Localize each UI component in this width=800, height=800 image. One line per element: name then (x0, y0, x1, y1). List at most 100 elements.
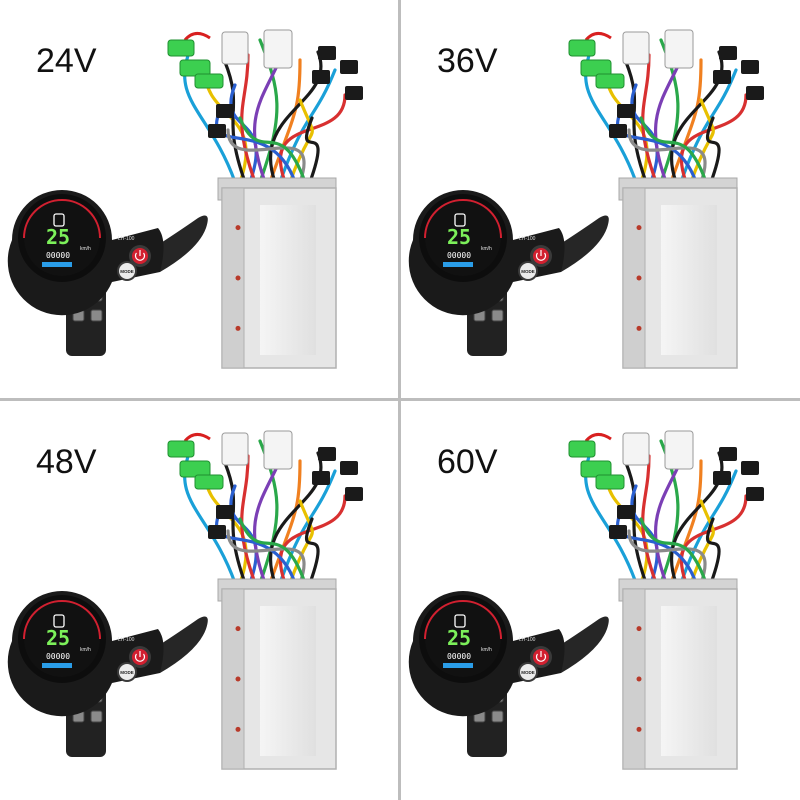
battery-bar (443, 663, 473, 668)
controller-side (622, 588, 646, 770)
green-connector (568, 39, 596, 57)
white-connector (221, 432, 249, 466)
wire (669, 451, 724, 585)
odometer-readout: 00000 (46, 251, 70, 260)
black-connector (741, 461, 759, 475)
throttle-lever (551, 616, 609, 673)
black-connector (719, 447, 737, 461)
controller-side (622, 187, 646, 369)
mode-label: MODE (521, 269, 535, 274)
screw-icon (636, 676, 642, 682)
black-connector (216, 505, 234, 519)
gear-indicator-icon (53, 614, 65, 628)
black-connector (713, 70, 731, 84)
white-connector (221, 31, 249, 65)
white-connector (622, 432, 650, 466)
black-connector (340, 461, 358, 475)
wire (705, 517, 721, 585)
speed-arc (424, 600, 502, 640)
black-connector (345, 86, 363, 100)
power-icon (535, 252, 547, 261)
wire (627, 128, 707, 184)
screw-icon (235, 626, 241, 632)
screw-icon (636, 225, 642, 231)
power-icon (134, 653, 146, 662)
screen (425, 601, 501, 677)
motor-controller (217, 578, 337, 770)
screen (24, 200, 100, 276)
green-connector (194, 474, 224, 490)
speed-readout: 25 (46, 626, 70, 650)
green-connector (595, 73, 625, 89)
black-connector (312, 471, 330, 485)
black-connector (741, 60, 759, 74)
screw-icon (235, 225, 241, 231)
screw-icon (235, 726, 241, 732)
green-connector (167, 39, 195, 57)
white-connector (664, 29, 694, 69)
black-connector (746, 86, 764, 100)
wire (240, 53, 257, 184)
wire (639, 116, 708, 184)
power-icon (535, 653, 547, 662)
wire (669, 459, 703, 585)
screw-icon (235, 325, 241, 331)
wire (238, 116, 307, 184)
wire (268, 459, 302, 585)
red-loop-wire (584, 32, 612, 42)
motor-controller (618, 578, 738, 770)
horizontal-divider (0, 398, 800, 401)
wire (304, 517, 320, 585)
wire (639, 517, 708, 585)
wire (304, 116, 320, 184)
wire (679, 93, 748, 184)
white-connector (263, 29, 293, 69)
controller-sheen (661, 205, 717, 355)
gear-indicator-icon (454, 614, 466, 628)
wire-harness (568, 29, 764, 184)
wire (679, 494, 748, 585)
odometer-readout: 00000 (447, 652, 471, 661)
gear-indicator-icon (454, 213, 466, 227)
wire (240, 454, 257, 585)
mode-button (119, 263, 135, 279)
wire-harness (568, 430, 764, 585)
black-connector (216, 104, 234, 118)
voltage-label: 36V (437, 42, 498, 80)
wire (641, 454, 658, 585)
wire (268, 58, 302, 184)
wire (669, 58, 703, 184)
wire (705, 116, 721, 184)
wire (238, 517, 307, 585)
odometer-readout: 00000 (46, 652, 70, 661)
speed-arc (23, 600, 101, 640)
screw-icon (235, 676, 241, 682)
wire (268, 50, 323, 184)
bolt-icon (491, 309, 504, 322)
screen (425, 200, 501, 276)
throttle-lever (150, 616, 208, 673)
gear-indicator-icon (53, 213, 65, 227)
speed-readout: 25 (447, 626, 471, 650)
black-connector (312, 70, 330, 84)
white-connector (664, 430, 694, 470)
red-loop-wire (183, 32, 211, 42)
green-connector (595, 474, 625, 490)
black-connector (340, 60, 358, 74)
screw-icon (636, 275, 642, 281)
controller-sheen (260, 205, 316, 355)
motor-controller (618, 177, 738, 369)
black-connector (609, 124, 627, 138)
wire-harness (167, 29, 363, 184)
green-connector (167, 440, 195, 458)
